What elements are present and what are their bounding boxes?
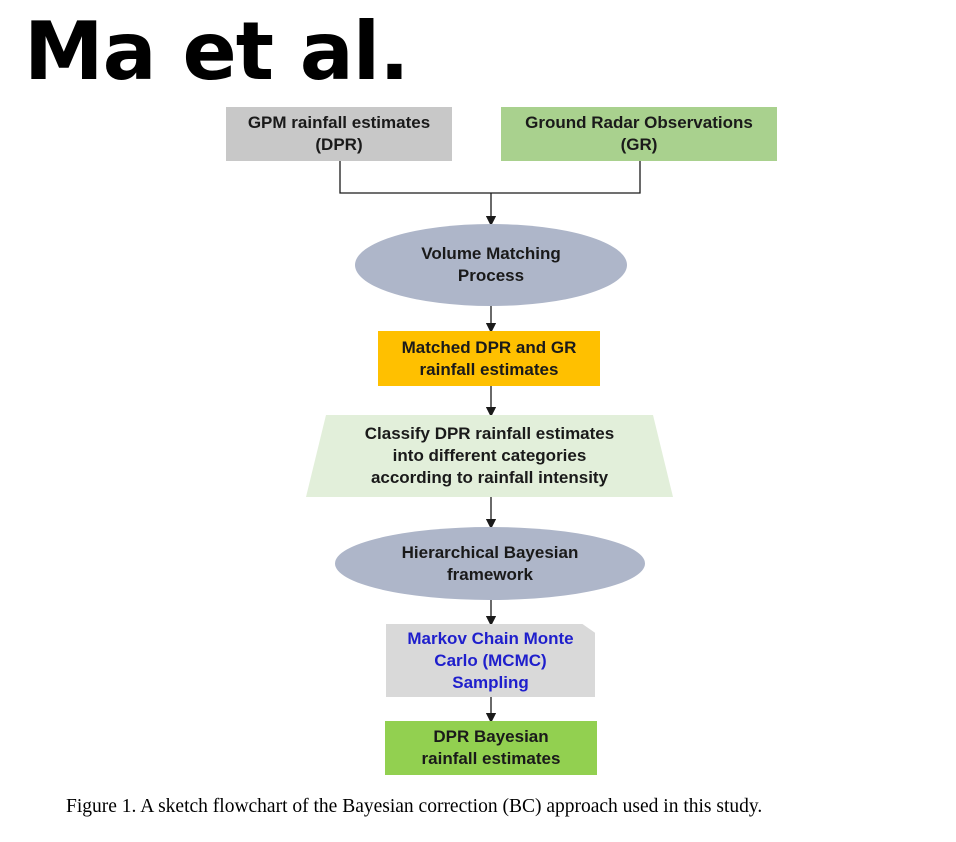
page-title: Ma et al. bbox=[24, 5, 410, 98]
volume-matching-ellipse: Volume Matching Process bbox=[355, 224, 627, 306]
matched-label-line1: Matched DPR and GR bbox=[401, 337, 577, 357]
mcmc-label-line3: Sampling bbox=[452, 672, 529, 692]
mcmc-label-line1: Markov Chain Monte bbox=[407, 628, 574, 648]
vm-label-line1: Volume Matching bbox=[421, 244, 561, 263]
gr-label-line1: Ground Radar Observations bbox=[525, 113, 753, 132]
classify-label-line1: Classify DPR rainfall estimates bbox=[364, 424, 615, 443]
mcmc-label-line2: Carlo (MCMC) bbox=[434, 650, 547, 670]
dpr-bayesian-box: DPR Bayesian rainfall estimates bbox=[385, 721, 597, 775]
hb-label-line2: framework bbox=[447, 564, 533, 584]
classify-trapezoid: Classify DPR rainfall estimates into dif… bbox=[306, 415, 673, 497]
connector-gpm bbox=[339, 161, 641, 194]
vm-label-line2: Process bbox=[457, 266, 525, 285]
classify-label-line2: into different categories bbox=[392, 446, 587, 465]
matched-estimates-box: Matched DPR and GR rainfall estimates bbox=[378, 331, 600, 386]
gpm-rainfall-box: GPM rainfall estimates (DPR) bbox=[226, 107, 452, 161]
classify-label-line3: according to rainfall intensity bbox=[370, 468, 609, 487]
mcmc-sampling-box: Markov Chain Monte Carlo (MCMC) Sampling bbox=[386, 624, 595, 697]
trapezoid-shape bbox=[306, 415, 673, 497]
hb-label-line1: Hierarchical Bayesian bbox=[401, 542, 579, 562]
gpm-label-line1: GPM rainfall estimates bbox=[247, 113, 431, 132]
figure-caption: Figure 1. A sketch flowchart of the Baye… bbox=[66, 796, 763, 817]
ground-radar-box: Ground Radar Observations (GR) bbox=[501, 107, 777, 161]
gr-label-line2: (GR) bbox=[620, 135, 658, 154]
final-label-line1: DPR Bayesian bbox=[433, 727, 549, 746]
final-label-line2: rainfall estimates bbox=[421, 749, 561, 768]
gpm-label-line2: (DPR) bbox=[315, 135, 363, 154]
hierarchical-bayesian-ellipse: Hierarchical Bayesian framework bbox=[335, 527, 645, 600]
matched-label-line2: rainfall estimates bbox=[419, 359, 559, 379]
